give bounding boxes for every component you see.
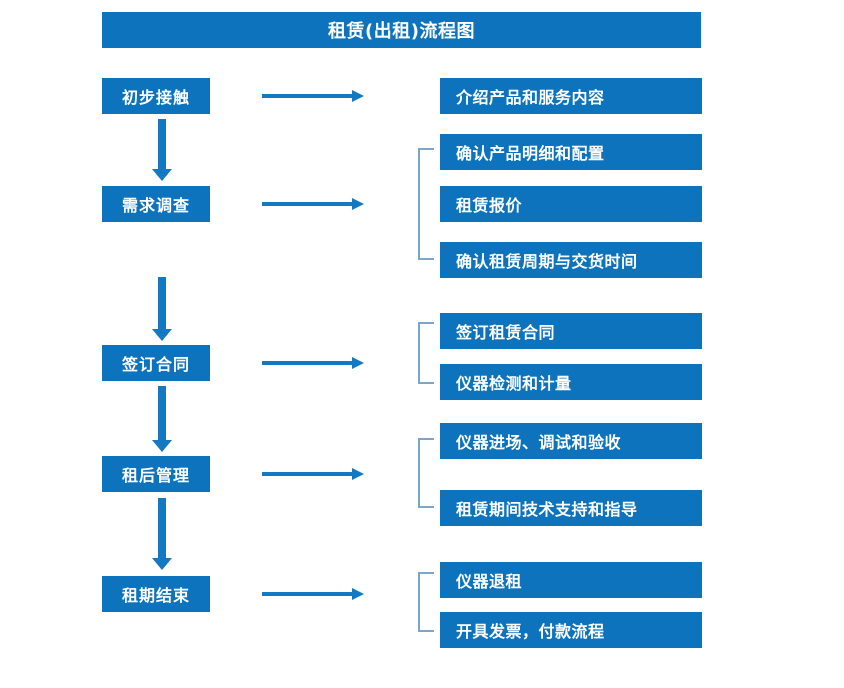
detail-box-5[interactable]: 签订租赁合同 (440, 313, 702, 349)
detail-box-1[interactable]: 介绍产品和服务内容 (440, 78, 702, 114)
arrow-head-icon (352, 588, 364, 600)
arrow-head-icon (352, 90, 364, 102)
arrow-shaft (262, 361, 354, 365)
stage-box-4[interactable]: 租后管理 (102, 456, 210, 492)
group-bracket-management (418, 438, 434, 508)
detail-box-2[interactable]: 确认产品明细和配置 (440, 134, 702, 170)
arrow-head-icon (152, 169, 172, 181)
stage-box-2[interactable]: 需求调查 (102, 186, 210, 222)
arrow-shaft (158, 386, 166, 440)
detail-box-3[interactable]: 租赁报价 (440, 186, 702, 222)
group-bracket-contract (418, 322, 434, 384)
arrow-head-icon (352, 357, 364, 369)
detail-box-10[interactable]: 开具发票，付款流程 (440, 612, 702, 648)
stage-box-1[interactable]: 初步接触 (102, 78, 210, 114)
detail-box-9[interactable]: 仪器退租 (440, 562, 702, 598)
arrow-head-icon (152, 329, 172, 341)
page-title: 租赁(出租)流程图 (102, 12, 701, 48)
arrow-head-icon (352, 468, 364, 480)
group-bracket-termination (418, 572, 434, 632)
arrow-head-icon (152, 558, 172, 570)
arrow-shaft (158, 498, 166, 558)
stage-box-5[interactable]: 租期结束 (102, 576, 210, 612)
group-bracket-requirements (418, 148, 434, 260)
arrow-shaft (262, 472, 354, 476)
arrow-shaft (262, 202, 354, 206)
arrow-shaft (262, 94, 354, 98)
stage-box-3[interactable]: 签订合同 (102, 345, 210, 381)
detail-box-8[interactable]: 租赁期间技术支持和指导 (440, 490, 702, 526)
detail-box-6[interactable]: 仪器检测和计量 (440, 364, 702, 400)
detail-box-4[interactable]: 确认租赁周期与交货时间 (440, 242, 702, 278)
arrow-shaft (158, 119, 166, 169)
detail-box-7[interactable]: 仪器进场、调试和验收 (440, 423, 702, 459)
arrow-shaft (158, 277, 166, 329)
arrow-head-icon (152, 440, 172, 452)
arrow-shaft (262, 592, 354, 596)
arrow-head-icon (352, 198, 364, 210)
